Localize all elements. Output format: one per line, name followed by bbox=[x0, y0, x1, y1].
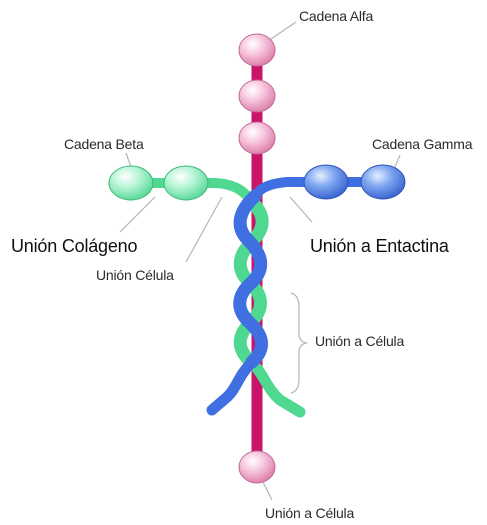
label-cell-binding-mid: Unión a Célula bbox=[315, 334, 404, 348]
label-collagen-binding: Unión Colágeno bbox=[11, 237, 137, 255]
alpha-domain-1 bbox=[239, 34, 275, 66]
label-gamma-chain: Cadena Gamma bbox=[372, 137, 472, 151]
leader-cell-binding-bottom bbox=[263, 482, 272, 500]
alpha-domain-3 bbox=[239, 122, 275, 154]
alpha-domain-2 bbox=[239, 80, 275, 112]
beta-domain-2 bbox=[164, 166, 208, 200]
leader-collagen-binding bbox=[120, 197, 155, 232]
leader-beta-chain bbox=[126, 153, 131, 167]
leader-alpha-chain bbox=[268, 22, 296, 41]
gamma-coil-segment-3 bbox=[212, 362, 252, 410]
label-alpha-chain: Cadena Alfa bbox=[299, 9, 373, 23]
label-beta-chain: Cadena Beta bbox=[64, 137, 144, 151]
cell-binding-bracket bbox=[291, 293, 306, 393]
beta-domain-1 bbox=[109, 166, 153, 200]
gamma-arm-bend bbox=[255, 182, 300, 196]
gamma-domain-2 bbox=[361, 165, 405, 199]
gamma-domain-1 bbox=[304, 165, 348, 199]
leader-entactin-binding bbox=[290, 197, 312, 222]
alpha-domain-bottom bbox=[239, 451, 275, 483]
beta-chain bbox=[125, 183, 300, 412]
label-cell-binding-bottom: Unión a Célula bbox=[265, 506, 354, 520]
label-cell-binding-short: Unión Célula bbox=[96, 268, 174, 282]
leader-cell-binding-short bbox=[186, 197, 222, 262]
leader-gamma-chain bbox=[395, 155, 400, 167]
label-entactin-binding: Unión a Entactina bbox=[310, 237, 449, 255]
